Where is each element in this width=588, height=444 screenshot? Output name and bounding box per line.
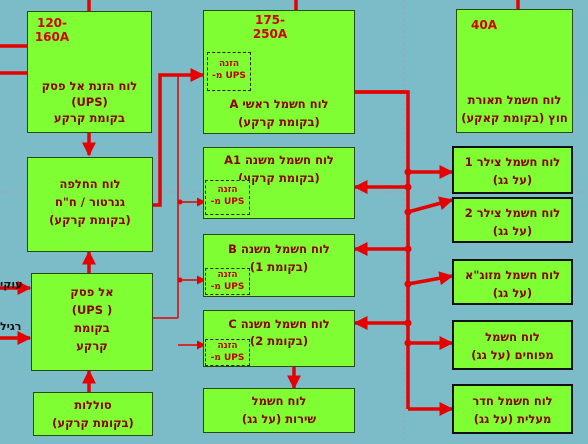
- panel-chiller-1-line-1: לוח חשמל צילר 1: [464, 155, 561, 169]
- panel-services-line-2: שירות (על גג): [241, 412, 317, 426]
- edge-label-upper: עוקי: [0, 278, 23, 291]
- panel-chiller-1: לוח חשמל צילר 1 (על גג): [452, 146, 573, 194]
- panel-batteries-line-2: (בקומת קרקע): [52, 416, 134, 430]
- panel-elevator-line-2: מעלית (על גג): [473, 412, 552, 426]
- junction-dot: [404, 280, 412, 288]
- junction-dot: [404, 319, 412, 327]
- panel-chiller-1-line-2: (על גג): [492, 173, 533, 187]
- panel-chiller-2-line-1: לוח חשמל צילר 2: [464, 206, 561, 220]
- panel-pumps: לוח חשמל מפוחים (על גג): [452, 320, 573, 370]
- edge-label-lower: רגיל: [0, 320, 22, 333]
- ups-tag-line-1: הזנה: [217, 185, 238, 195]
- panel-sub-c-line-2: (בקומת 2): [249, 334, 309, 348]
- panel-sub-c: לוח חשמל משנה C (בקומת 2) הזנה UPS מ-: [203, 310, 355, 367]
- panel-sub-c-line-1: לוח חשמל משנה C: [228, 317, 330, 331]
- panel-sub-b: לוח חשמל משנה B (בקומת 1) הזנה UPS מ-: [203, 234, 355, 297]
- ups-tag-line-2: UPS מ-: [210, 282, 245, 292]
- panel-ups-feed: 120- 160A לוח הזנת אל פסק (UPS) בקומת קר…: [27, 11, 152, 133]
- panel-transfer: לוח החלפה גנרטור / ח"ח (בקומת קרקע): [27, 157, 153, 252]
- rating-main-a: 175- 250A: [252, 13, 288, 41]
- panel-transfer-line-2: גנרטור / ח"ח: [55, 195, 125, 209]
- panel-transfer-line-3: (בקומת קרקע): [49, 213, 131, 227]
- panel-sub-a1: לוח חשמל משנה A1 (בקומת קרקע) הזנה UPS מ…: [203, 147, 355, 219]
- panel-hvac-line-2: (על גג): [492, 286, 533, 300]
- panel-ups-unit-line-1: אל פסק: [70, 285, 114, 299]
- panel-pumps-line-1: לוח חשמל: [485, 330, 540, 344]
- ups-tag-line-2: UPS מ-: [210, 197, 245, 207]
- junction-dot: [177, 199, 183, 205]
- junction-dot: [177, 277, 183, 283]
- ups-tag-line-2: UPS מ-: [210, 353, 245, 363]
- panel-sub-b-line-1: לוח חשמל משנה B: [228, 242, 330, 256]
- panel-hvac: לוח חשמל מזוג"א (על גג): [452, 259, 573, 305]
- ups-tag-line-1: הזנה: [217, 341, 238, 351]
- junction-dot: [404, 245, 412, 253]
- panel-facade-lighting: 40A לוח חשמל תאורת חוץ (בקומת קאקע): [456, 9, 573, 133]
- panel-chiller-2-line-2: (על גג): [492, 224, 533, 238]
- junction-dot: [404, 208, 412, 216]
- junction-dot: [404, 168, 412, 176]
- panel-batteries-line-1: סוללות: [74, 398, 112, 412]
- panel-ups-feed-line-1: לוח הזנת אל פסק: [41, 79, 138, 93]
- ups-tag-b: הזנה UPS מ-: [205, 268, 250, 295]
- panel-sub-a1-line-1: לוח חשמל משנה A1: [224, 153, 334, 167]
- ups-tag-line-1: הזנה: [218, 59, 240, 69]
- panel-chiller-2: לוח חשמל צילר 2 (על גג): [452, 197, 573, 243]
- panel-services: לוח חשמל שירות (על גג): [203, 388, 355, 433]
- panel-main-a-line-2: (בקומת קרקע): [238, 115, 320, 129]
- panel-sub-b-line-2: (בקומת 1): [249, 260, 309, 274]
- junction-dot: [404, 339, 412, 347]
- ups-tag-c: הזנה UPS מ-: [205, 339, 250, 366]
- panel-sub-a1-line-2: (בקומת קרקע): [238, 171, 320, 185]
- rating-facade: 40A: [471, 18, 497, 32]
- ups-tag-main: הזנה UPS מ-: [207, 52, 251, 91]
- ups-tag-line-1: הזנה: [217, 270, 238, 280]
- panel-services-line-1: לוח חשמל: [251, 394, 307, 408]
- panel-facade-line-2: חוץ (בקומת קאקע): [461, 111, 568, 125]
- junction-dot: [404, 183, 412, 191]
- panel-hvac-line-1: לוח חשמל מזוג"א: [464, 268, 561, 282]
- panel-batteries: סוללות (בקומת קרקע): [33, 392, 153, 436]
- panel-ups-feed-line-3: בקומת קרקע: [53, 111, 126, 125]
- panel-elevator-line-1: לוח חשמל חדר: [472, 394, 553, 408]
- panel-main-a-line-1: לוח חשמל ראשי A: [229, 97, 329, 111]
- panel-ups-unit-line-3: בקומת: [74, 321, 110, 335]
- ups-tag-a1: הזנה UPS מ-: [205, 180, 250, 215]
- panel-transfer-line-1: לוח החלפה: [59, 177, 121, 191]
- panel-ups-unit: אל פסק ( UPS) בקומת קרקע: [31, 273, 153, 371]
- ups-tag-line-2: UPS מ-: [212, 71, 246, 81]
- panel-facade-line-1: לוח חשמל תאורת: [467, 93, 562, 107]
- panel-elevator: לוח חשמל חדר מעלית (על גג): [452, 384, 573, 434]
- panel-ups-unit-line-2: ( UPS): [71, 303, 113, 317]
- panel-pumps-line-2: מפוחים (על גג): [471, 348, 554, 362]
- panel-main-a: 175- 250A הזנה UPS מ- לוח חשמל ראשי A (ב…: [203, 10, 355, 134]
- rating-ups-feed: 120- 160A: [34, 16, 70, 44]
- panel-ups-feed-line-2: (UPS): [71, 95, 108, 109]
- link-bus-to-hvac: [407, 271, 454, 286]
- panel-ups-unit-line-4: קרקע: [76, 339, 108, 353]
- link-bus-to-chiller2: [407, 196, 454, 214]
